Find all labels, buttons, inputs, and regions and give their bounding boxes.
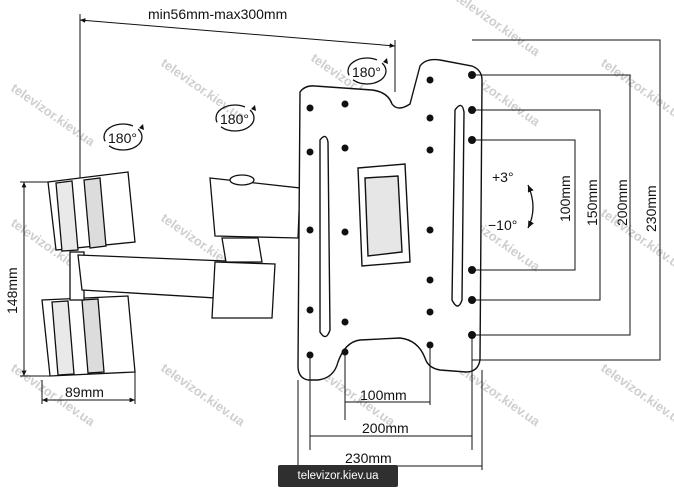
wall-plate	[41, 171, 136, 377]
vesa-vertical-dims	[468, 39, 661, 361]
vesa-h-230: 230mm	[345, 450, 392, 466]
articulating-arm	[77, 174, 301, 319]
wall-height-label: 148mm	[4, 267, 20, 314]
watermark: televizor.kiev.ua	[453, 0, 543, 60]
vesa-h-200: 200mm	[362, 420, 409, 436]
depth-dimension	[79, 14, 396, 180]
watermark: televizor.kiev.ua	[598, 360, 674, 429]
vesa-v-100: 100mm	[557, 175, 573, 222]
tv-mount-plate	[297, 58, 483, 381]
wall-plate-dims	[20, 181, 136, 404]
vesa-v-230: 230mm	[643, 185, 659, 232]
site-footer-label: televizor.kiev.ua	[278, 465, 398, 487]
vesa-h-100: 100mm	[360, 387, 407, 403]
tilt-up-label: +3°	[492, 169, 514, 185]
rotation-label-1: 180°	[108, 130, 137, 146]
rotation-icon: 180°	[215, 104, 256, 132]
wall-width-label: 89mm	[65, 384, 104, 400]
tilt-indicator: +3° −10°	[488, 169, 534, 233]
watermark: televizor.kiev.ua	[8, 80, 98, 149]
watermark: televizor.kiev.ua	[598, 205, 674, 274]
rotation-label-2: 180°	[220, 111, 249, 127]
rotation-icon: 180°	[347, 57, 388, 85]
vesa-v-200: 200mm	[614, 179, 630, 226]
depth-range-label: min56mm-max300mm	[148, 6, 287, 22]
vesa-v-150: 150mm	[584, 179, 600, 226]
rotation-icon: 180°	[103, 123, 144, 151]
watermark: televizor.kiev.ua	[598, 55, 674, 124]
watermark: televizor.kiev.ua	[158, 360, 248, 429]
mounting-holes	[306, 76, 434, 359]
rotation-label-3: 180°	[352, 64, 381, 80]
tilt-down-label: −10°	[488, 217, 517, 233]
